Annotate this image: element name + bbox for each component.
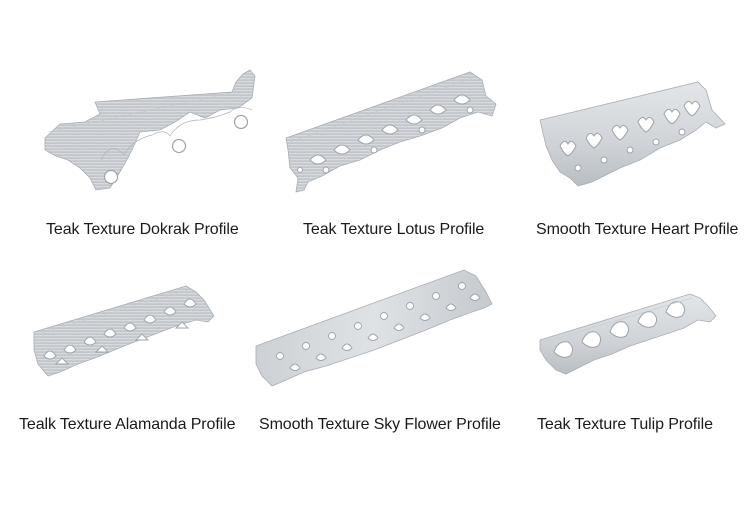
product-caption-tulip: Teak Texture Tulip Profile: [537, 416, 713, 433]
product-card-sky-flower: Smooth Texture Sky Flower Profile: [250, 260, 510, 505]
product-caption-heart: Smooth Texture Heart Profile: [536, 221, 739, 238]
product-card-heart: Smooth Texture Heart Profile: [520, 0, 752, 250]
product-card-dokrak: Teak Texture Dokrak Profile: [0, 0, 256, 250]
dokrak-profile-image: [44, 69, 256, 191]
product-caption-alamanda: Tealk Texture Alamanda Profile: [19, 416, 236, 433]
lotus-profile-image: [285, 71, 497, 193]
sky-flower-profile-image: [255, 269, 493, 387]
alamanda-profile-image: [33, 285, 215, 377]
product-card-alamanda: Tealk Texture Alamanda Profile: [0, 260, 250, 505]
product-card-tulip: Teak Texture Tulip Profile: [520, 260, 752, 505]
tulip-profile-image: [539, 293, 717, 375]
heart-profile-image: [539, 81, 726, 187]
product-caption-lotus: Teak Texture Lotus Profile: [303, 221, 485, 238]
product-card-lotus: Teak Texture Lotus Profile: [260, 0, 510, 250]
product-caption-sky-flower: Smooth Texture Sky Flower Profile: [259, 416, 501, 433]
product-caption-dokrak: Teak Texture Dokrak Profile: [46, 221, 239, 238]
